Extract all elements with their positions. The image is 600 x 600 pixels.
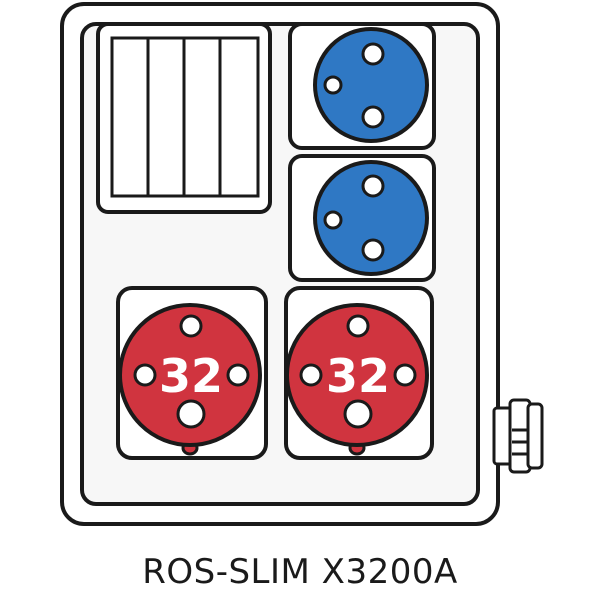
- socket-pin: [323, 75, 343, 95]
- socket-pin: [361, 42, 385, 66]
- socket-pin: [361, 105, 385, 129]
- breaker-panel: [96, 22, 272, 214]
- socket-pin: [179, 314, 203, 338]
- red-socket-face: [118, 303, 262, 447]
- socket-pin: [299, 363, 323, 387]
- socket-pin: [361, 174, 385, 198]
- red-socket-2: 32: [284, 286, 434, 460]
- socket-pin: [393, 363, 417, 387]
- red-socket-1: 32: [116, 286, 268, 460]
- socket-pin: [323, 210, 343, 230]
- blue-socket-2: [288, 154, 436, 282]
- blue-socket-1: [288, 22, 436, 150]
- socket-pin: [346, 314, 370, 338]
- blue-socket-face: [313, 27, 429, 143]
- red-socket-face: [285, 303, 429, 447]
- socket-pin-earth: [343, 399, 373, 429]
- blue-socket-face: [313, 160, 429, 276]
- red-socket-rating: 32: [159, 349, 223, 403]
- socket-pin: [226, 363, 250, 387]
- model-name-label: ROS-SLIM X3200A: [142, 552, 458, 592]
- socket-pin: [361, 238, 385, 262]
- socket-pin-earth: [176, 399, 206, 429]
- socket-pin: [133, 363, 157, 387]
- red-socket-rating: 32: [326, 349, 390, 403]
- cable-gland: [492, 398, 544, 474]
